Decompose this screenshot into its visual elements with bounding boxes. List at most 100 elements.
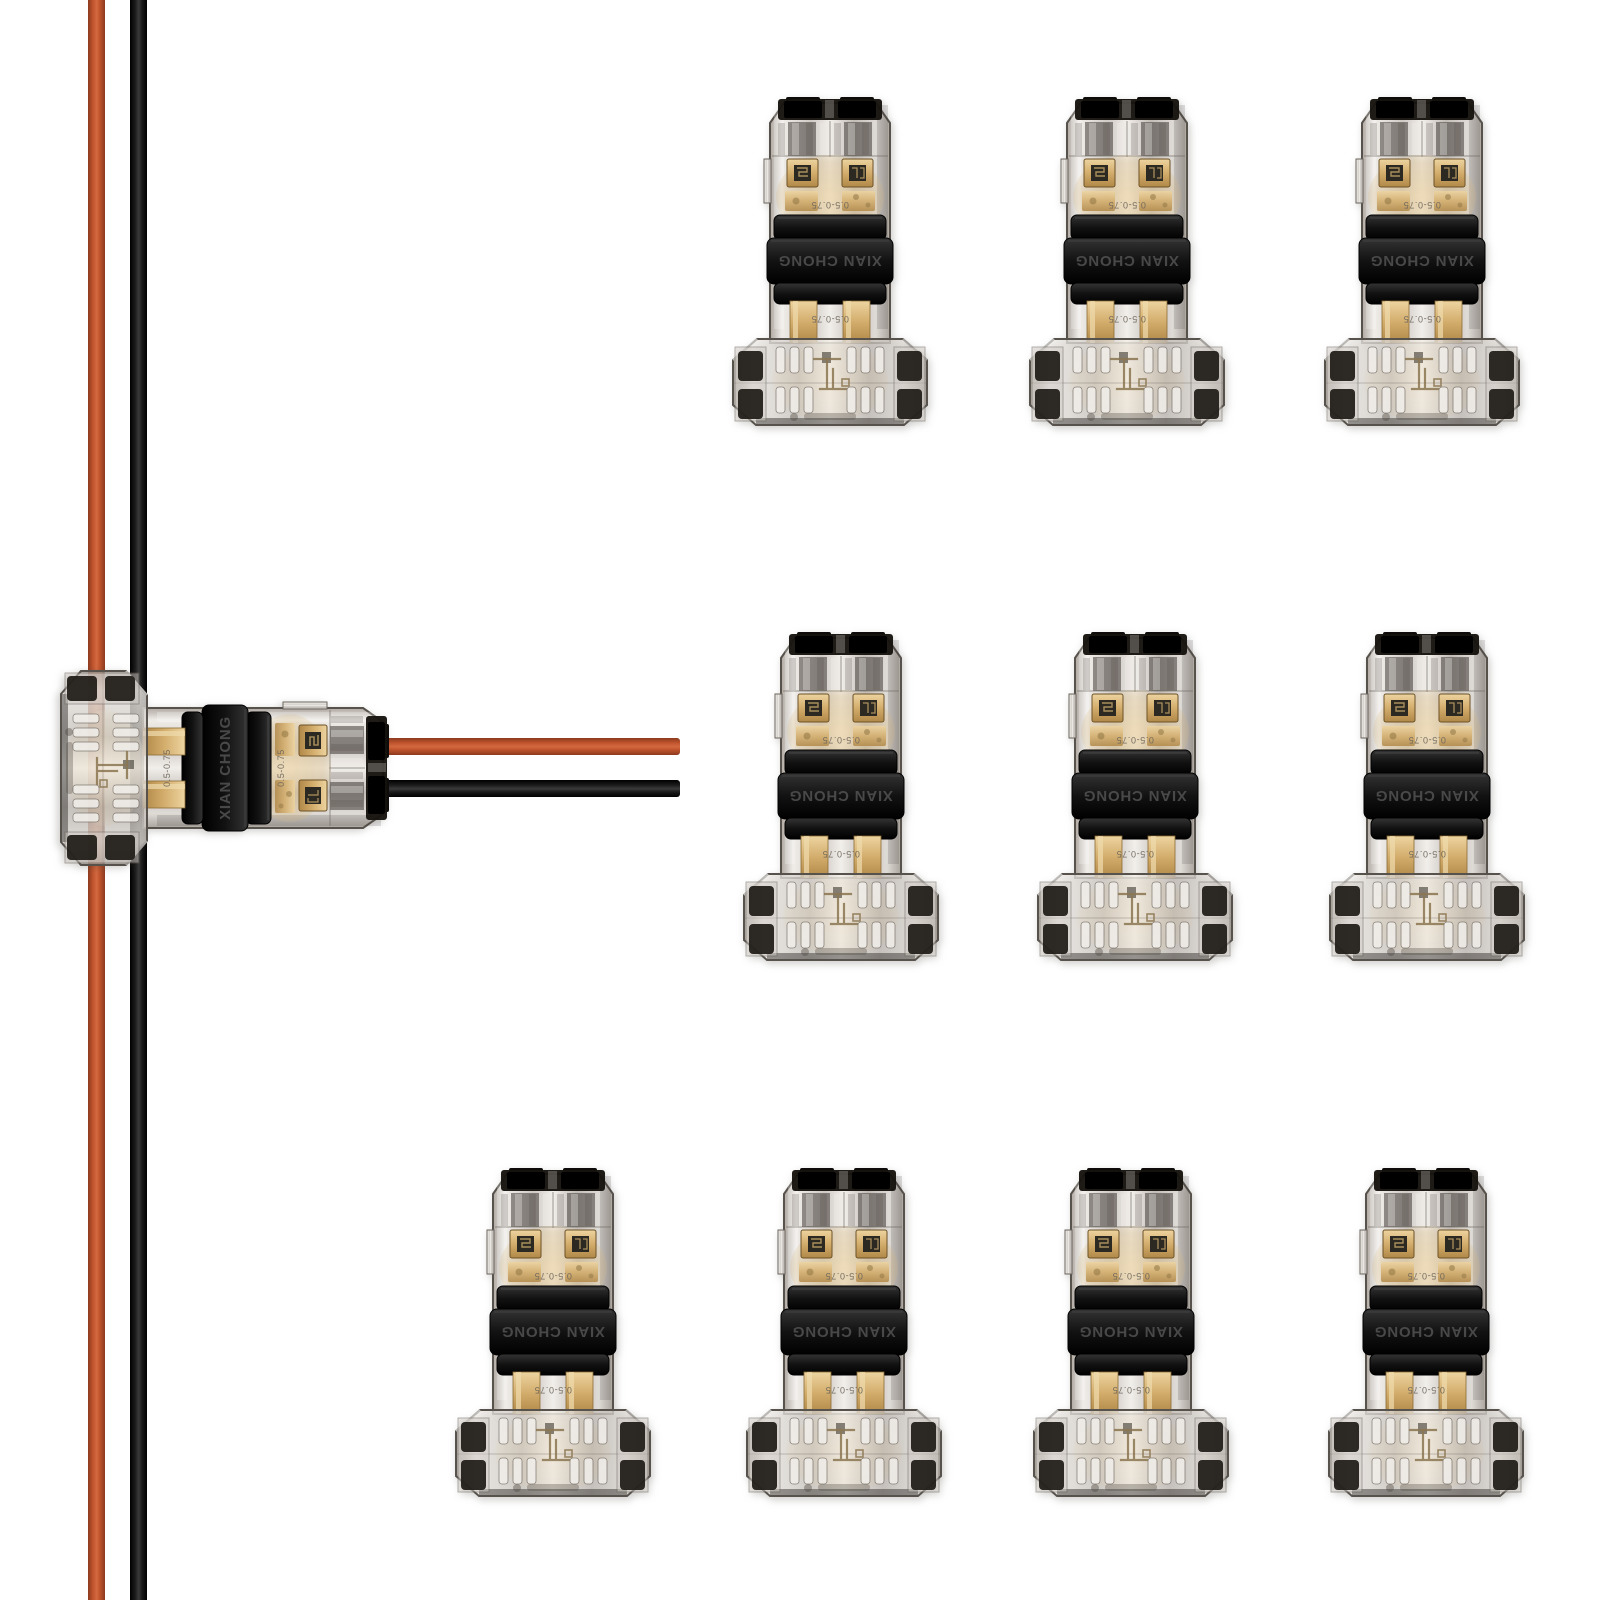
wire-grip-slots-top-row	[775, 346, 885, 374]
gauge-marking-upper: 0.5-0.75	[1407, 1271, 1445, 1281]
wire-grip-slots-top-row	[1372, 881, 1482, 909]
base-wing-left	[1039, 881, 1072, 957]
wire-grip-slots-bottom-row	[1367, 386, 1477, 414]
brand-band: XIAN CHONG	[766, 214, 894, 305]
wire-entry-cap	[1375, 632, 1479, 655]
conductor-strips	[789, 300, 871, 344]
gauge-marking-upper: 0.5-0.75	[1112, 1271, 1150, 1281]
ribbed-channels	[783, 656, 899, 692]
wire-grip-slots-bottom-row	[1371, 1457, 1481, 1485]
t-logo	[823, 892, 861, 926]
base-wing-right	[904, 881, 937, 957]
gauge-marking-lower: 0.5-0.75	[1408, 849, 1446, 859]
connector-grid-r1c3: 0.5-0.75 XIAN CHONG 0.5-0.75	[1322, 97, 1522, 427]
base-wing-left	[1331, 881, 1364, 957]
wire-entry-cap	[1370, 97, 1474, 120]
connector-grid-r3c4: 0.5-0.75 XIAN CHONG 0.5-0.75	[1326, 1168, 1526, 1498]
base-wing-right	[1190, 346, 1223, 422]
gauge-marking-upper: 0.5-0.75	[811, 200, 849, 210]
gauge-marking-lower: 0.5-0.75	[811, 314, 849, 324]
wire-grip-slots-bottom-row	[1076, 1457, 1186, 1485]
conductor-strips	[803, 1371, 885, 1415]
wire-grip-slots-bottom-row	[1080, 921, 1190, 949]
connector-grid-r1c2: 0.5-0.75 XIAN CHONG 0.5-0.75	[1027, 97, 1227, 427]
base-wing-left	[1326, 346, 1359, 422]
t-logo	[1109, 357, 1147, 391]
t-base	[732, 338, 928, 426]
connector-grid-r2c3: 0.5-0.75 XIAN CHONG 0.5-0.75	[1327, 632, 1527, 962]
brand-text: XIAN CHONG	[1370, 252, 1474, 269]
certification-marks	[1095, 948, 1161, 956]
gauge-marking-upper: 0.5-0.75	[1403, 200, 1441, 210]
brand-band: XIAN CHONG	[1071, 749, 1199, 840]
conductor-strips	[1094, 835, 1176, 879]
gauge-marking-upper: 0.5-0.75	[825, 1271, 863, 1281]
wire-grip-slots-bottom-row	[72, 713, 100, 823]
conductor-strips	[1385, 1371, 1467, 1415]
certification-marks	[790, 413, 856, 421]
certification-marks	[1386, 1484, 1452, 1492]
wire-grip-slots-top-row	[1080, 881, 1190, 909]
gauge-marking-upper: 0.5-0.75	[1108, 200, 1146, 210]
wire-grip-slots-top-row	[112, 713, 140, 823]
gauge-marking-upper: 0.5-0.75	[1408, 735, 1446, 745]
brand-text: XIAN CHONG	[1374, 1323, 1478, 1340]
ribbed-channels	[1069, 121, 1185, 157]
connector-grid-r3c1: 0.5-0.75 XIAN CHONG 0.5-0.75	[453, 1168, 653, 1498]
certification-marks	[65, 728, 73, 794]
certification-marks	[804, 1484, 870, 1492]
base-wing-right	[1194, 1417, 1227, 1493]
wire-grip-slots-top-row	[1076, 1417, 1186, 1445]
wire-entry-cap	[1079, 1168, 1183, 1191]
base-wing-right	[1485, 346, 1518, 422]
connector-grid-r1c1: 0.5-0.75 XIAN CHONG 0.5-0.75	[730, 97, 930, 427]
base-wing-right	[1198, 881, 1231, 957]
gauge-marking-lower: 0.5-0.75	[162, 749, 172, 787]
wire-grip-slots-top-row	[789, 1417, 899, 1445]
brand-text: XIAN CHONG	[1083, 787, 1187, 804]
wire-entry-cap	[792, 1168, 896, 1191]
brand-text: XIAN CHONG	[1375, 787, 1479, 804]
ribbed-channels	[1077, 656, 1193, 692]
base-wing-right	[616, 1417, 649, 1493]
brand-band: XIAN CHONG	[1358, 214, 1486, 305]
certification-marks	[1091, 1484, 1157, 1492]
base-wing-left	[1031, 346, 1064, 422]
t-base	[746, 1409, 942, 1497]
wire-grip-slots-top-row	[1367, 346, 1477, 374]
ribbed-channels	[1073, 1192, 1189, 1228]
ribbed-channels	[495, 1192, 611, 1228]
gauge-marking-upper: 0.5-0.75	[276, 749, 286, 787]
certification-marks	[1382, 413, 1448, 421]
base-wing-left	[748, 1417, 781, 1493]
base-wing-right	[64, 831, 140, 864]
certification-marks	[1087, 413, 1153, 421]
conductor-strips	[512, 1371, 594, 1415]
base-wing-left	[734, 346, 767, 422]
t-base	[60, 670, 148, 866]
t-logo	[95, 750, 129, 788]
certification-marks	[801, 948, 867, 956]
brand-band: XIAN CHONG	[1362, 1285, 1490, 1376]
base-wing-left	[64, 672, 140, 705]
ribbed-channels	[1364, 121, 1480, 157]
t-base	[743, 873, 939, 961]
brand-text: XIAN CHONG	[778, 252, 882, 269]
connector-grid-r3c3: 0.5-0.75 XIAN CHONG 0.5-0.75	[1031, 1168, 1231, 1498]
brand-band: XIAN CHONG	[1063, 214, 1191, 305]
conductor-strips	[800, 835, 882, 879]
gauge-marking-lower: 0.5-0.75	[534, 1385, 572, 1395]
gauge-marking-lower: 0.5-0.75	[1108, 314, 1146, 324]
branch-wire-orange	[372, 738, 680, 755]
wire-grip-slots-bottom-row	[775, 386, 885, 414]
wire-grip-slots-bottom-row	[786, 921, 896, 949]
brand-text: XIAN CHONG	[1075, 252, 1179, 269]
t-base	[455, 1409, 651, 1497]
conductor-strips	[1381, 300, 1463, 344]
conductor-strips	[1386, 835, 1468, 879]
wire-entry-cap	[1374, 1168, 1478, 1191]
brand-band: XIAN CHONG	[780, 1285, 908, 1376]
brand-band: XIAN CHONG	[1067, 1285, 1195, 1376]
ribbed-channels	[786, 1192, 902, 1228]
